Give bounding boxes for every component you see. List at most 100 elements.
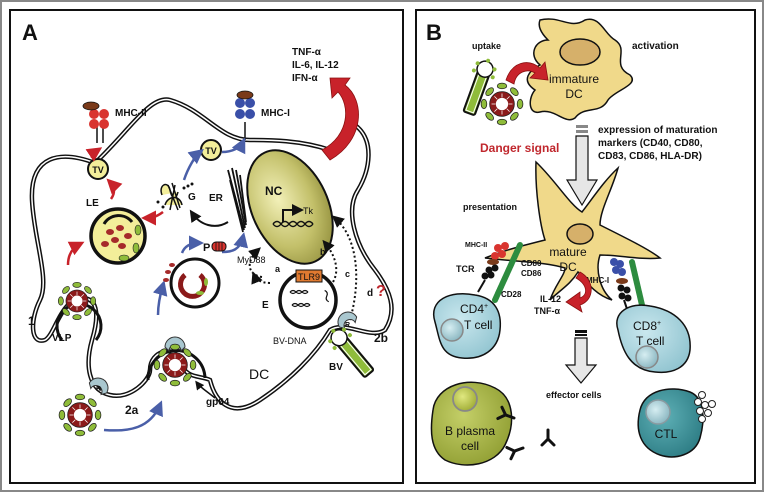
ctl-label: CTL	[655, 427, 678, 441]
b-plasma-label-line1: B plasma	[445, 424, 495, 438]
bv-dna-label: BV-DNA	[273, 336, 307, 346]
maturation-line2: markers (CD40, CD80,	[598, 138, 703, 149]
tnfa-b-label: TNF-α	[534, 306, 560, 316]
transport-vesicle-left: TV	[87, 158, 109, 180]
granules	[694, 391, 716, 423]
cd4-synapse	[477, 242, 523, 303]
path-c-label: c	[345, 269, 350, 279]
er-to-golgi-arrow	[189, 209, 229, 227]
nucleus-label: NC	[265, 184, 283, 198]
cd4-t-cell: CD4+ T cell	[432, 293, 502, 359]
myd88-label: MyD88	[237, 255, 266, 265]
vlp-label: VLP	[52, 333, 72, 344]
dc-label: DC	[249, 366, 269, 382]
proteasome-label: P	[203, 242, 210, 254]
endoplasmic-reticulum	[227, 167, 247, 233]
il12-label: IL-12	[540, 294, 561, 304]
route-1-label: 1	[28, 314, 35, 328]
cd4-t-cell-label: T cell	[464, 318, 492, 332]
cytokine-il6-il12: IL-6, IL-12	[292, 60, 339, 71]
mhc-i-pathway-arrows	[103, 137, 249, 432]
mature-dc-label-line2: DC	[559, 260, 577, 274]
cd28-label: CD28	[501, 290, 522, 299]
b-plasma-cell: B plasma cell	[430, 381, 513, 466]
effector-cells-label: effector cells	[546, 390, 602, 400]
activation-label: activation	[632, 41, 679, 52]
cd8-t-cell: CD8+ T cell	[616, 304, 691, 374]
cd8-t-cell-label: T cell	[636, 334, 664, 348]
cytokine-secretion-arrow	[321, 77, 359, 161]
uptake-arrow	[505, 61, 549, 85]
path-d-label: d	[367, 288, 373, 299]
cd8-synapse	[610, 258, 645, 313]
mhc-i-molecule	[235, 90, 255, 140]
panel-a: A MHC-II MHC-I TNF-α IL-6, IL-12	[9, 9, 404, 484]
free-vlp-with-receptor: R	[58, 373, 113, 437]
maturation-line1: expression of maturation	[598, 125, 717, 136]
tk-label: Tk	[303, 206, 313, 216]
tlr9-label: TLR9	[298, 272, 320, 282]
proteasome	[211, 241, 227, 252]
b-plasma-label-line2: cell	[461, 439, 479, 453]
cytokine-release-arrow	[565, 271, 592, 313]
degradation-vesicle	[163, 257, 221, 309]
dna-helix	[272, 220, 314, 228]
baculovirus-entry: R	[321, 307, 380, 383]
svg-text:TV: TV	[92, 165, 104, 175]
gp64-pointer	[195, 380, 216, 399]
danger-signal-label: Danger signal	[480, 141, 559, 155]
mhc-ii-pathway-arrows	[66, 147, 164, 266]
presentation-label: presentation	[463, 202, 517, 212]
maturation-markers-text: expression of maturation markers (CD40, …	[598, 125, 717, 162]
cytokine-ifna: IFN-α	[292, 73, 318, 84]
route-2b-label: 2b	[374, 331, 388, 345]
mature-dc-label-line1: mature	[549, 245, 587, 259]
late-endosome	[89, 207, 147, 265]
svg-text:TV: TV	[205, 146, 217, 156]
golgi-apparatus	[156, 182, 194, 211]
immature-dc-label-line2: DC	[565, 87, 583, 101]
vlp-endocytosis-vesicle	[55, 281, 103, 341]
bv-receptor-label: R	[345, 322, 350, 329]
mhc-ii-label: MHC-II	[115, 108, 147, 119]
cd80-label: CD80	[521, 259, 542, 268]
route-2a-label: 2a	[125, 403, 139, 417]
ctl-cell: CTL	[637, 388, 716, 458]
mhc-ii-molecule	[82, 101, 109, 143]
uptake-label: uptake	[472, 41, 501, 51]
cd8-label: CD8+	[633, 319, 661, 333]
maturation-line3: CD83, CD86, HLA-DR)	[598, 151, 702, 162]
bv-label: BV	[329, 362, 343, 373]
transport-vesicle-top: TV	[200, 139, 222, 161]
mhc-i-label: MHC-I	[261, 108, 290, 119]
signaling-pathways	[248, 215, 358, 321]
receptor-label: R	[96, 386, 101, 393]
cd4-label: CD4+	[460, 302, 488, 316]
vlp-receptor-vesicle	[146, 336, 207, 387]
mhc-i-b-label: MHC-I	[586, 276, 609, 285]
panel-b: B uptake activation immature DC Danger s…	[415, 9, 756, 484]
cd86-label: CD86	[521, 269, 542, 278]
er-label: ER	[209, 193, 224, 204]
mature-dc: mature DC	[484, 160, 662, 301]
le-label: LE	[86, 198, 99, 209]
path-b-label: b	[320, 247, 326, 257]
immature-dc: immature DC	[526, 18, 633, 121]
path-a-label: a	[275, 264, 281, 274]
cytokine-tnfa: TNF-α	[292, 47, 322, 58]
endosome-label: E	[262, 300, 269, 311]
effector-arrow	[564, 330, 598, 384]
panel-a-letter: A	[22, 20, 38, 45]
mhc-ii-b-label: MHC-II	[465, 242, 487, 249]
question-mark: ?	[376, 283, 386, 300]
golgi-label: G	[188, 192, 196, 203]
panel-b-letter: B	[426, 20, 442, 45]
cytokines-list: TNF-α IL-6, IL-12 IFN-α	[292, 47, 339, 84]
nucleus: NC Tk	[246, 149, 334, 265]
endosome-bv-dna: TLR9	[278, 269, 338, 330]
tcr-label: TCR	[456, 264, 475, 274]
transcription-start-arrow	[282, 204, 304, 222]
gp64-label: gp64	[206, 397, 230, 408]
immature-dc-label-line1: immature	[549, 72, 599, 86]
